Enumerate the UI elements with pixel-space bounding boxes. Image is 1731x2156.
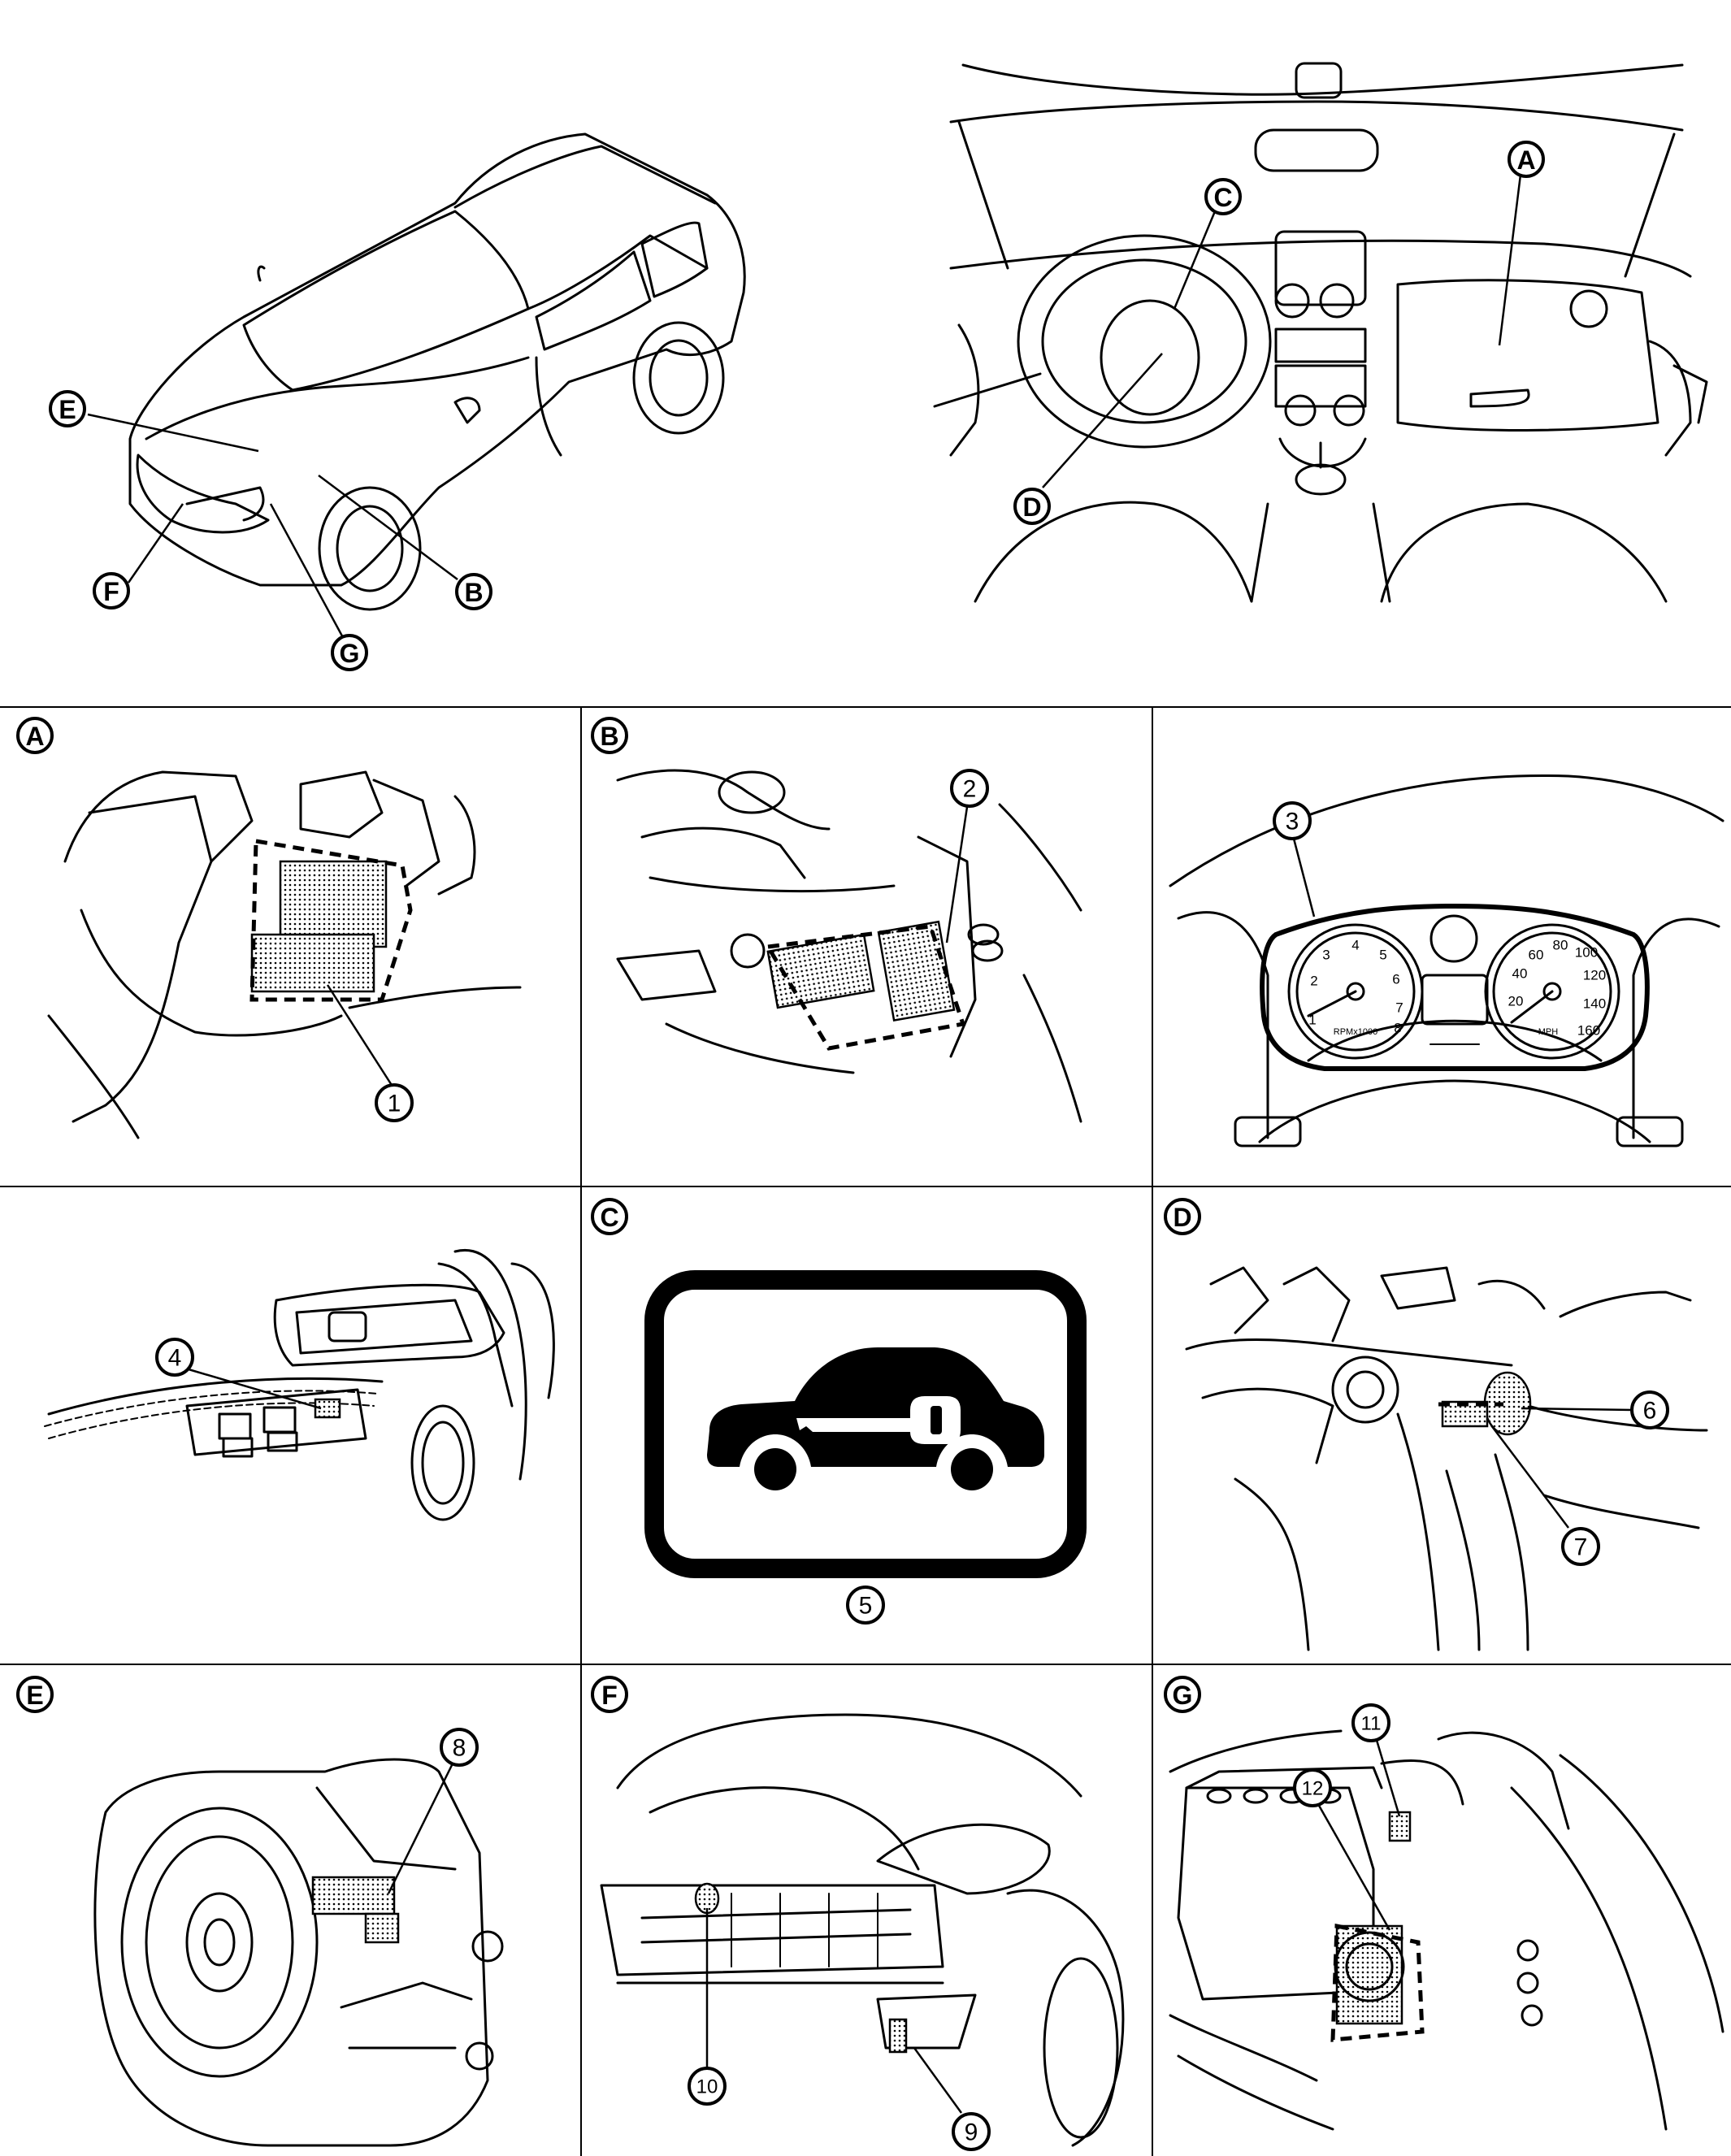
tach-tick: 6 (1392, 972, 1399, 987)
speed-tick: 80 (1553, 938, 1568, 953)
tach-tick: 8 (1394, 1021, 1401, 1036)
callout-f-label: F (103, 577, 119, 606)
panel-e-letter: E (16, 1676, 54, 1713)
item-12-callout: 12 (1293, 1768, 1332, 1807)
vehicle-interior-drawing (933, 62, 1708, 603)
panel-f-letter: F (591, 1676, 628, 1713)
callout-a-overview: A (1508, 141, 1545, 178)
callout-d-label: D (1022, 492, 1041, 522)
speed-tick: 140 (1583, 996, 1606, 1012)
callout-e-overview: E (49, 390, 86, 427)
callout-g-label: G (340, 639, 360, 668)
exterior-leader-lines (87, 413, 458, 643)
tach-tick: 2 (1310, 974, 1317, 989)
item-6-callout: 6 (1630, 1390, 1669, 1429)
panel-b-leader (945, 806, 969, 944)
car-with-key-icon (707, 1347, 1044, 1490)
panel-c-letter: C (591, 1198, 628, 1235)
speed-tick: 40 (1512, 966, 1528, 982)
panel-b-letter: B (591, 717, 628, 754)
interior-leader-lines (1042, 174, 1522, 488)
item-10-label: 10 (696, 2076, 718, 2098)
panel-a-letter: A (16, 717, 54, 754)
panel-g-letter: G (1164, 1676, 1201, 1713)
item-10-callout: 10 (688, 2067, 727, 2106)
item-7-callout: 7 (1561, 1527, 1600, 1566)
callout-c-overview: C (1204, 178, 1242, 215)
vehicle-exterior-drawing (128, 132, 746, 611)
tach-tick: 5 (1379, 948, 1386, 963)
item-1-label: 1 (388, 1091, 401, 1117)
tach-tick: 3 (1322, 948, 1330, 963)
callout-a-label: A (1516, 145, 1535, 175)
speed-tick: 160 (1577, 1023, 1600, 1039)
tachometer-ticks: 1 2 3 4 5 6 7 8 RPMx1000 (1308, 938, 1403, 1038)
panel-a-letter-text: A (25, 722, 44, 751)
item-4-callout: 4 (155, 1338, 194, 1377)
callout-f-overview: F (93, 572, 130, 609)
callout-c-label: C (1213, 183, 1232, 212)
speed-tick: 60 (1529, 948, 1544, 963)
panel-g-drawing (1169, 1729, 1724, 2131)
item-8-label: 8 (453, 1735, 466, 1762)
panel-b-letter-text: B (600, 722, 618, 751)
panel-g-letter-text: G (1173, 1681, 1193, 1710)
panel-grid-lines (0, 706, 1731, 2156)
panel-f-leaders (705, 1908, 963, 2114)
callout-b-overview: B (455, 573, 492, 610)
speed-tick: 120 (1583, 968, 1606, 983)
panel-a-drawing (47, 770, 522, 1139)
callout-d-overview: D (1013, 488, 1051, 525)
panel-d-letter: D (1164, 1198, 1201, 1235)
item-5-callout: 5 (846, 1586, 885, 1625)
panel-door-leader (188, 1368, 322, 1410)
item-3-label: 3 (1286, 809, 1299, 835)
panel-d-letter-text: D (1173, 1203, 1191, 1232)
panel-d-drawing (1185, 1266, 1708, 1651)
item-8-callout: 8 (440, 1728, 479, 1767)
item-2-callout: 2 (950, 769, 989, 808)
speed-caption: MPH (1538, 1027, 1559, 1037)
panel-d-leaders (1490, 1407, 1634, 1529)
item-3-callout: 3 (1273, 801, 1312, 840)
item-11-callout: 11 (1351, 1703, 1390, 1742)
speedometer-ticks: 20 40 60 80 100 120 140 160 MPH (1508, 938, 1607, 1039)
panel-f-letter-text: F (601, 1681, 618, 1710)
panel-cluster-leader (1292, 838, 1316, 917)
speed-tick: 20 (1508, 994, 1524, 1009)
tach-caption: RPMx1000 (1334, 1027, 1377, 1037)
item-7-label: 7 (1574, 1534, 1588, 1561)
panel-c-letter-text: C (600, 1203, 618, 1232)
panel-door-drawing (44, 1248, 555, 1521)
item-11-label: 11 (1361, 1713, 1382, 1735)
item-9-label: 9 (965, 2119, 978, 2146)
item-1-callout: 1 (375, 1083, 414, 1122)
panel-f-drawing (600, 1713, 1125, 2147)
item-2-label: 2 (963, 776, 977, 803)
item-6-label: 6 (1643, 1398, 1657, 1425)
item-5-label: 5 (859, 1593, 873, 1620)
tach-tick: 7 (1395, 1000, 1403, 1016)
panel-a-leader (326, 984, 396, 1090)
callout-b-label: B (464, 578, 483, 607)
tach-tick: 4 (1351, 938, 1359, 953)
callout-g-overview: G (331, 634, 368, 671)
callout-e-label: E (59, 395, 76, 424)
panel-e-drawing (93, 1758, 504, 2147)
panel-b-drawing (616, 769, 1082, 1123)
item-4-label: 4 (168, 1345, 182, 1372)
panel-g-leaders (1317, 1737, 1401, 1931)
speed-tick: 100 (1575, 945, 1598, 961)
item-9-callout: 9 (952, 2112, 991, 2151)
panel-c-drawing (644, 1270, 1087, 1578)
item-12-label: 12 (1302, 1778, 1324, 1800)
panel-e-letter-text: E (26, 1681, 43, 1710)
panel-e-leader (387, 1761, 455, 1894)
tach-tick: 1 (1308, 1013, 1316, 1028)
